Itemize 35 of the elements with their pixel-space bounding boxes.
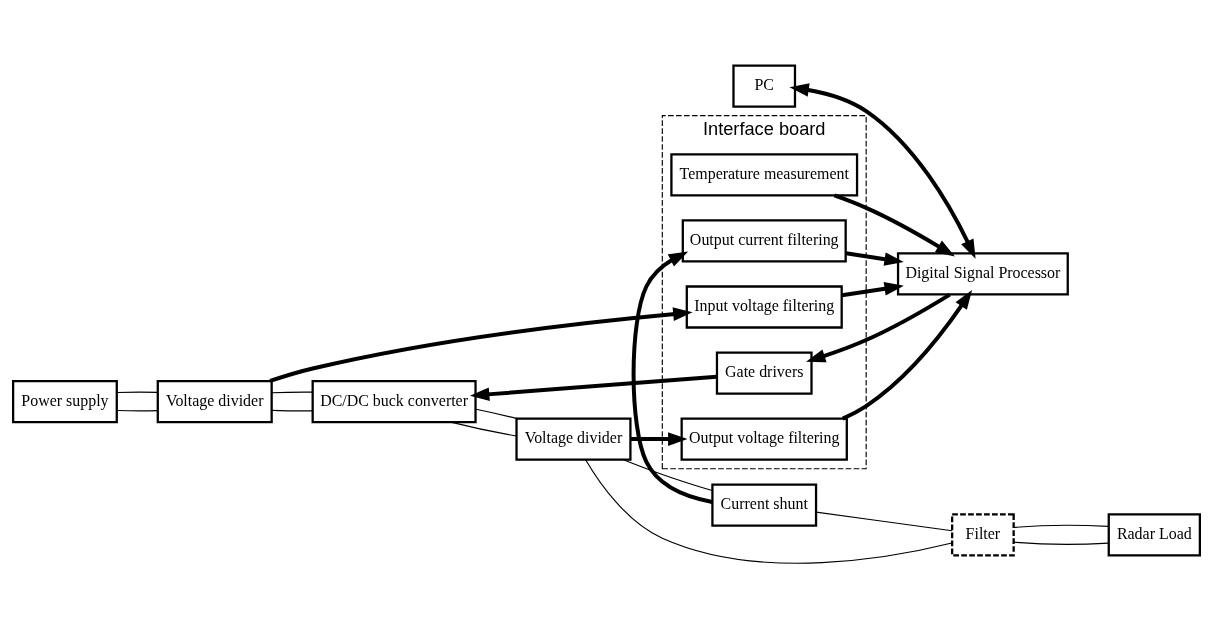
node-box: Digital Signal Processor bbox=[896, 251, 1069, 296]
connector bbox=[622, 458, 713, 491]
connector bbox=[475, 408, 518, 419]
arrow bbox=[806, 292, 951, 362]
connector bbox=[1013, 524, 1110, 528]
node-box: Input voltage filtering bbox=[685, 284, 843, 329]
node-box: Current shunt bbox=[711, 483, 818, 527]
node-box: PC bbox=[732, 63, 797, 108]
arrow bbox=[269, 306, 693, 383]
connector bbox=[585, 458, 953, 564]
connector bbox=[450, 421, 517, 437]
arrow bbox=[469, 374, 717, 401]
node-box: Temperature measurement bbox=[670, 152, 859, 197]
arrow bbox=[841, 281, 904, 297]
node-box: Radar Load bbox=[1107, 512, 1201, 556]
arrow bbox=[630, 431, 688, 446]
node-box: Output voltage filtering bbox=[680, 416, 848, 461]
connector bbox=[116, 391, 159, 393]
arrow bbox=[845, 250, 904, 266]
node-box: Voltage divider bbox=[515, 416, 632, 461]
connector bbox=[271, 391, 313, 393]
node-box: Power supply bbox=[12, 379, 118, 423]
arrow bbox=[833, 193, 955, 256]
node-box: Filter bbox=[951, 512, 1015, 556]
connector bbox=[116, 409, 159, 411]
arrow bbox=[789, 82, 976, 259]
node-box: Gate drivers bbox=[715, 350, 813, 395]
node-box: DC/DC buck converter bbox=[311, 379, 477, 423]
connector bbox=[815, 511, 953, 531]
node-box: Output current filtering bbox=[681, 218, 847, 263]
connector bbox=[1013, 541, 1110, 545]
node-box: Voltage divider bbox=[156, 379, 273, 423]
connector bbox=[271, 409, 313, 411]
arrow bbox=[631, 251, 713, 504]
arrow bbox=[841, 289, 973, 420]
